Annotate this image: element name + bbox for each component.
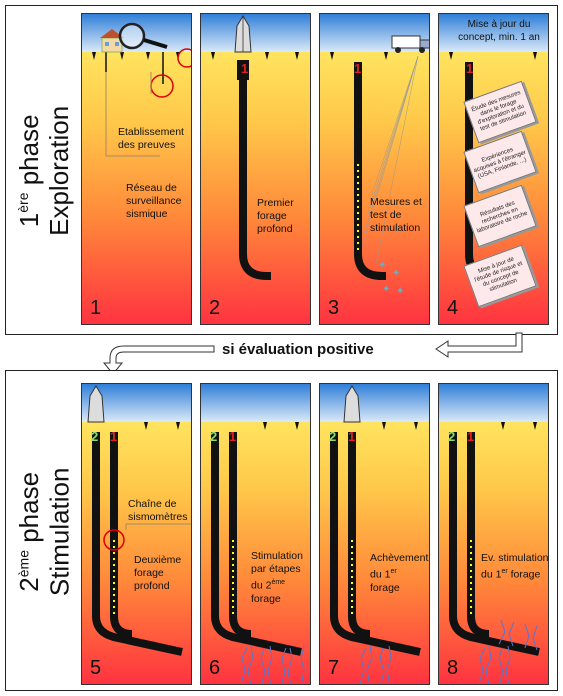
panel8-art [449,422,540,684]
panel8-well1-id: 1 [467,429,475,444]
panel1-number: 1 [90,297,102,319]
panel5-art [87,385,191,656]
panel4-number: 4 [447,297,459,319]
panel3-label: Mesures et test de stimulation [370,196,422,234]
panel4-well-id: 1 [466,61,474,76]
panel-5: 2 1 Chaîne de sismomètres Deuxième forag… [81,383,192,685]
panel6-well2-id: 2 [210,429,218,444]
panel1-art [92,22,191,157]
panel3-well-id: 1 [354,61,362,76]
panel-1: Etablissement des preuves Réseau de surv… [81,13,192,325]
panel6-number: 6 [209,657,221,679]
panel5-label: Deuxième forage profond [134,554,182,592]
panel5-seismometer-label: Chaîne de sismomètres [128,498,188,523]
panel-2: 1 Premier forage profond 2 [200,13,311,325]
svg-text:✦: ✦ [396,286,404,297]
panel2-well-id: 1 [241,61,249,76]
panel7-well1-id: 1 [348,429,356,444]
panel6-well1-id: 1 [229,429,237,444]
panel-3: ✦✦✦✦ 1 Mesures et test de stimulation 3 [319,13,430,325]
transition-label: si évaluation positive [222,341,374,358]
panel3-art: ✦✦✦✦ [330,35,429,297]
panel1-evidence-label: Etablissement des preuves [118,126,184,151]
panel7-number: 7 [328,657,340,679]
panel5-number: 5 [90,657,102,679]
svg-text:✦: ✦ [392,268,400,279]
panel3-number: 3 [328,297,340,319]
svg-text:✦: ✦ [382,284,390,295]
panel-4: Mise à jour du concept, min. 1 an 1 Étud… [438,13,549,325]
panel8-well2-id: 2 [448,429,456,444]
svg-text:✦: ✦ [378,260,386,271]
panel2-number: 2 [209,297,221,319]
panel2-label: Premier forage profond [257,197,294,235]
panel5-well1-id: 1 [110,429,118,444]
panel5-well2-id: 2 [91,429,99,444]
panel8-number: 8 [447,657,459,679]
panel7-well2-id: 2 [329,429,337,444]
panel1-network-label: Réseau de surveillance sismique [126,182,182,220]
panel4-header: Mise à jour du concept, min. 1 an [458,19,540,43]
panel6-art [211,422,305,684]
panel2-art [211,15,299,280]
panel7-art [330,385,421,684]
